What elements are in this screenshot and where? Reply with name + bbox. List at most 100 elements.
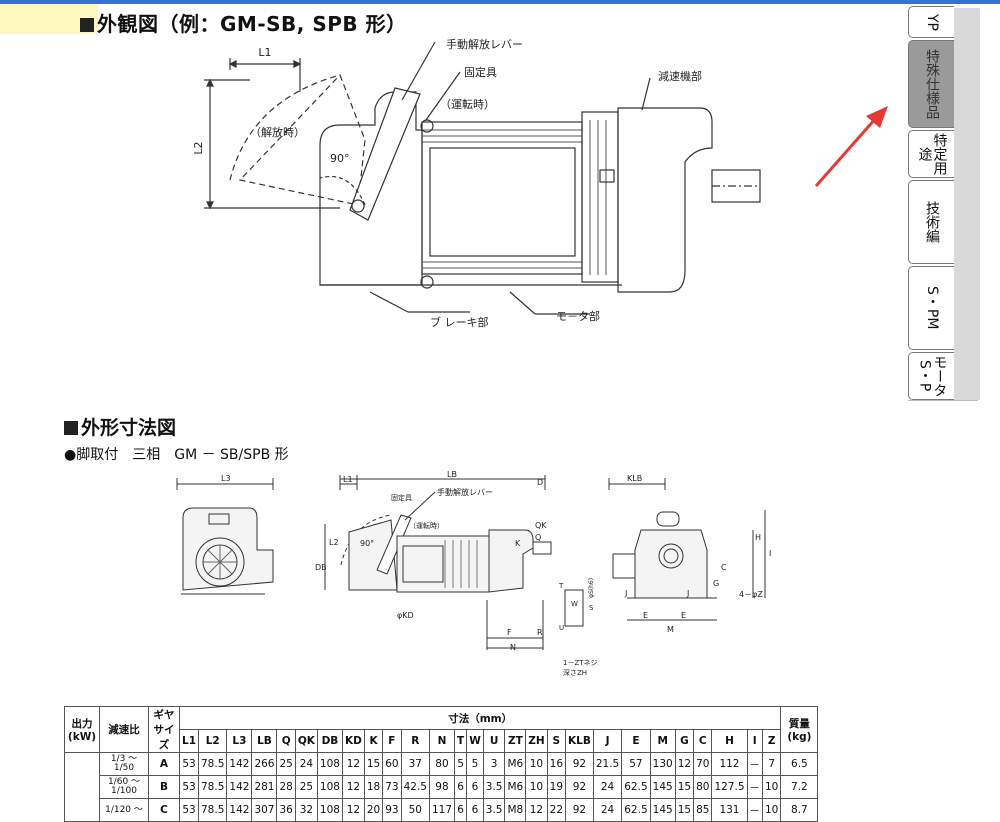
dim2-L2: L2 xyxy=(329,538,339,547)
dim-cell: 15 xyxy=(674,775,695,799)
section-title-dimensions: 外形寸法図 xyxy=(64,413,176,440)
col-header: DB xyxy=(316,729,343,753)
dim2-lever: 手動解放レバー xyxy=(437,487,493,497)
col-dims-group: 寸法（mm） xyxy=(178,706,782,730)
col-header: W xyxy=(466,729,484,753)
tab-technical[interactable]: 技術編 xyxy=(908,180,954,264)
dim2-H: H xyxy=(755,533,761,542)
section-title-text: 外観図（例：GM-SB, SPB 形） xyxy=(97,12,407,36)
dim2-I: I xyxy=(769,549,771,558)
ratio-cell: 1/3 ～1/50 xyxy=(99,752,149,776)
dim-cell: 130 xyxy=(649,752,676,776)
dim-cell: 6 xyxy=(454,798,468,822)
dim-cell: 131 xyxy=(711,798,748,822)
dimension-drawing: L3 L1 LB 90° 手動解放レバー 固定具 （運転時） L2 DB D Q… xyxy=(176,470,771,677)
dim-cell: 57 xyxy=(621,752,651,776)
dim-cell: 85 xyxy=(693,798,713,822)
dim2-F: F xyxy=(507,628,512,637)
dim-cell: 12 xyxy=(341,752,365,776)
ratio-line: 1/50 xyxy=(113,763,135,773)
tab-yp[interactable]: YP xyxy=(908,6,954,38)
dim2-ZT: 1－ZTネジ xyxy=(563,659,598,667)
dim-cell: 19 xyxy=(546,775,567,799)
col-header: QK xyxy=(294,729,318,753)
dim2-E1: E xyxy=(643,611,648,620)
dim-cell: 145 xyxy=(649,775,676,799)
dim-cell: 15 xyxy=(363,752,384,776)
col-header: LB xyxy=(251,729,278,753)
dim-cell: 145 xyxy=(649,798,676,822)
col-header: H xyxy=(711,729,748,753)
mass-cell: 7.2 xyxy=(780,775,819,799)
dim-cell: 92 xyxy=(565,752,594,776)
dim-L2-label: L2 xyxy=(192,141,205,154)
running-label: （運転時） xyxy=(440,98,495,111)
fixture-label: 固定具 xyxy=(464,65,497,79)
dim-cell: 25 xyxy=(294,775,318,799)
dim-cell: 281 xyxy=(251,775,278,799)
dim2-LB: LB xyxy=(447,470,457,479)
dim-cell: 24 xyxy=(592,798,623,822)
tab-specific-use[interactable]: 特定用途 xyxy=(908,130,954,178)
dim-cell: 108 xyxy=(316,752,343,776)
gear-cell: B xyxy=(148,775,180,799)
dim-cell: 6 xyxy=(466,775,484,799)
dim-cell: 5 xyxy=(466,752,484,776)
dim2-S: S xyxy=(589,604,594,612)
dim-cell: 307 xyxy=(251,798,278,822)
dim-cell: 6 xyxy=(454,775,468,799)
col-header: K xyxy=(363,729,384,753)
dim-cell: 37 xyxy=(400,752,430,776)
dim-cell: － xyxy=(746,798,763,822)
side-tab-strip xyxy=(954,8,980,400)
dim-cell: 92 xyxy=(565,775,594,799)
dim2-R: R xyxy=(537,628,543,637)
dim-cell: M6 xyxy=(504,775,527,799)
dim-cell: 20 xyxy=(363,798,384,822)
col-header: Q xyxy=(276,729,296,753)
dim-cell: 62.5 xyxy=(621,775,651,799)
dim2-J2: J xyxy=(686,589,689,598)
dim-cell: 10 xyxy=(525,752,548,776)
dim-cell: 7 xyxy=(761,752,782,776)
tab-spm[interactable]: S・PM xyxy=(908,266,954,350)
dim2-D: D xyxy=(537,478,543,487)
dim-cell: 117 xyxy=(428,798,456,822)
dim-cell: 12 xyxy=(341,798,365,822)
dim-cell: 24 xyxy=(294,752,318,776)
mass-cell: 8.7 xyxy=(780,798,819,822)
dim2-L1: L1 xyxy=(343,475,353,484)
dim-cell: 12 xyxy=(674,752,695,776)
dim-cell: 12 xyxy=(525,798,548,822)
tab-motor-sp[interactable]: モータS・P xyxy=(908,352,954,400)
col-header: KLB xyxy=(565,729,594,753)
dim-cell: 3 xyxy=(482,752,506,776)
dim-cell: 53 xyxy=(179,775,199,799)
section-title-appearance: 外観図（例：GM-SB, SPB 形） xyxy=(80,8,407,37)
dim-cell: 18 xyxy=(363,775,384,799)
dim-cell: 5 xyxy=(454,752,468,776)
ratio-line: 1/60 ～ xyxy=(107,777,141,787)
dim2-QK: QK xyxy=(535,521,547,530)
dim2-M: M xyxy=(667,625,674,634)
dim-cell: M8 xyxy=(504,798,527,822)
ratio-cell: 1/120 ～ xyxy=(99,798,149,822)
dim-cell: 80 xyxy=(428,752,456,776)
col-header: Z xyxy=(761,729,782,753)
dim2-KLB: KLB xyxy=(627,474,642,483)
col-header: L3 xyxy=(226,729,253,753)
col-gear: ギヤ サイズ xyxy=(148,706,180,753)
tab-bottom-divider xyxy=(908,400,978,401)
col-header: C xyxy=(693,729,713,753)
col-header: I xyxy=(746,729,763,753)
dim2-U: U xyxy=(559,624,564,632)
tab-special-products[interactable]: 特殊仕様品 xyxy=(908,40,954,128)
col-ratio: 減速比 xyxy=(99,706,149,753)
dim2-Z: 4－φZ xyxy=(739,590,763,599)
window-top-border xyxy=(0,0,1000,4)
dim-cell: 98 xyxy=(428,775,456,799)
dim-cell: 62.5 xyxy=(621,798,651,822)
dim-cell: 53 xyxy=(179,798,199,822)
col-header: ZT xyxy=(504,729,527,753)
